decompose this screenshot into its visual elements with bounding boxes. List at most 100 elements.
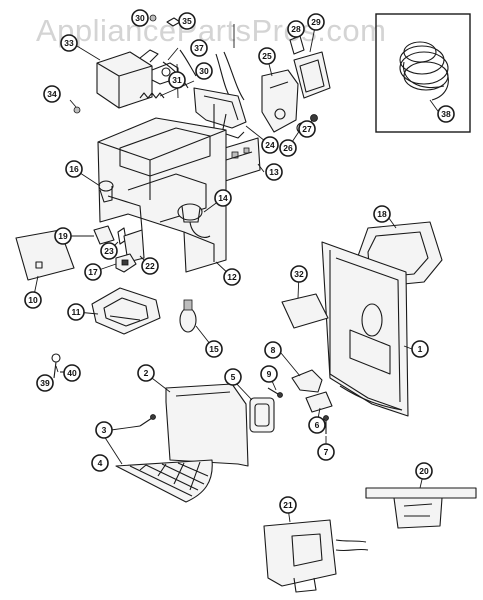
callout-16-label: 16	[69, 164, 79, 174]
callout-2: 2	[137, 364, 155, 382]
part-12-housing	[97, 117, 227, 273]
callout-30-upper: 30	[131, 9, 149, 27]
callout-6: 6	[308, 416, 326, 434]
callout-34: 34	[43, 85, 61, 103]
callout-35-label: 35	[182, 16, 192, 26]
watermark-text: AppliancePartsPros.com	[36, 13, 386, 48]
callout-29: 29	[307, 13, 325, 31]
callout-14-label: 14	[218, 193, 228, 203]
callout-14: 14	[214, 189, 232, 207]
callout-24-label: 24	[265, 140, 275, 150]
callout-26-label: 26	[283, 143, 293, 153]
callout-28: 28	[287, 20, 305, 38]
callout-33-label: 33	[64, 38, 74, 48]
callout-26: 26	[279, 139, 297, 157]
part-11-tray	[91, 287, 161, 335]
part-1-dispenser-housing	[321, 241, 409, 417]
callout-31-label: 31	[172, 75, 182, 85]
callout-12-label: 12	[227, 272, 237, 282]
callout-30-lower: 30	[195, 62, 213, 80]
callout-22: 22	[141, 257, 159, 275]
callout-19-label: 19	[58, 231, 68, 241]
callout-40: 40	[63, 364, 81, 382]
callout-17: 17	[84, 263, 102, 281]
callout-8: 8	[264, 341, 282, 359]
callout-17-label: 17	[88, 267, 98, 277]
part-34-screw	[69, 99, 81, 114]
part-7-screw	[323, 415, 329, 434]
callout-23: 23	[100, 242, 118, 260]
callout-12: 12	[223, 268, 241, 286]
part-36-screw	[149, 14, 157, 22]
callout-27-label: 27	[302, 124, 312, 134]
callout-10-label: 10	[28, 295, 38, 305]
inset-38	[375, 13, 471, 133]
callout-18: 18	[373, 205, 391, 223]
callout-33: 33	[60, 34, 78, 52]
part-5-lens	[249, 397, 275, 433]
callout-32-label: 32	[294, 269, 304, 279]
callout-18-label: 18	[377, 209, 387, 219]
callout-4-label: 4	[98, 458, 103, 468]
callout-9-label: 9	[267, 369, 272, 379]
callout-39: 39	[36, 374, 54, 392]
callout-1: 1	[411, 340, 429, 358]
part-25-cover	[261, 69, 299, 133]
callout-30-lower-label: 30	[199, 66, 209, 76]
callout-20: 20	[415, 462, 433, 480]
callout-5-label: 5	[231, 372, 236, 382]
callout-21: 21	[279, 496, 297, 514]
callout-31: 31	[168, 71, 186, 89]
callout-7-label: 7	[324, 447, 329, 457]
callout-13: 13	[265, 163, 283, 181]
callout-22-label: 22	[145, 261, 155, 271]
part-3-screw	[139, 414, 156, 427]
part-21-heater	[263, 519, 369, 593]
callout-34-label: 34	[47, 89, 57, 99]
callout-20-label: 20	[419, 466, 429, 476]
callout-15-label: 15	[209, 344, 219, 354]
callout-37-label: 37	[194, 43, 204, 53]
callout-32: 32	[290, 265, 308, 283]
part-8-lever	[291, 369, 323, 393]
callout-8-label: 8	[271, 345, 276, 355]
part-33-solenoid	[96, 49, 179, 109]
callout-11-label: 11	[72, 307, 81, 317]
part-14-motor	[177, 203, 211, 239]
callout-10: 10	[24, 291, 42, 309]
callout-15: 15	[205, 340, 223, 358]
part-39-fitting	[51, 353, 61, 379]
callout-21-label: 21	[283, 500, 293, 510]
callout-38: 38	[437, 105, 455, 123]
callout-4: 4	[91, 454, 109, 472]
callout-39-label: 39	[40, 378, 50, 388]
callout-24: 24	[261, 136, 279, 154]
callout-1-label: 1	[418, 344, 423, 354]
part-27-screw	[310, 114, 318, 122]
callout-19: 19	[54, 227, 72, 245]
callout-3-label: 3	[102, 425, 107, 435]
callout-2-label: 2	[144, 368, 149, 378]
callout-13-label: 13	[269, 167, 279, 177]
part-15-bulb	[179, 299, 197, 333]
part-32-pad	[281, 293, 329, 329]
part-2-shield	[165, 383, 249, 467]
callout-27: 27	[298, 120, 316, 138]
part-6-switch	[305, 391, 333, 413]
callout-40-label: 40	[67, 368, 77, 378]
callout-30-upper-label: 30	[135, 13, 145, 23]
part-19-switch	[93, 225, 115, 245]
part-13-board	[217, 137, 261, 183]
callout-5: 5	[224, 368, 242, 386]
callout-37: 37	[190, 39, 208, 57]
callout-3: 3	[95, 421, 113, 439]
part-16-knob	[98, 180, 114, 203]
callout-35: 35	[178, 12, 196, 30]
part-20-drip-tray	[365, 487, 477, 529]
callout-38-label: 38	[441, 109, 451, 119]
callout-25: 25	[258, 47, 276, 65]
part-31-spring	[139, 92, 165, 99]
callout-16: 16	[65, 160, 83, 178]
callout-9: 9	[260, 365, 278, 383]
